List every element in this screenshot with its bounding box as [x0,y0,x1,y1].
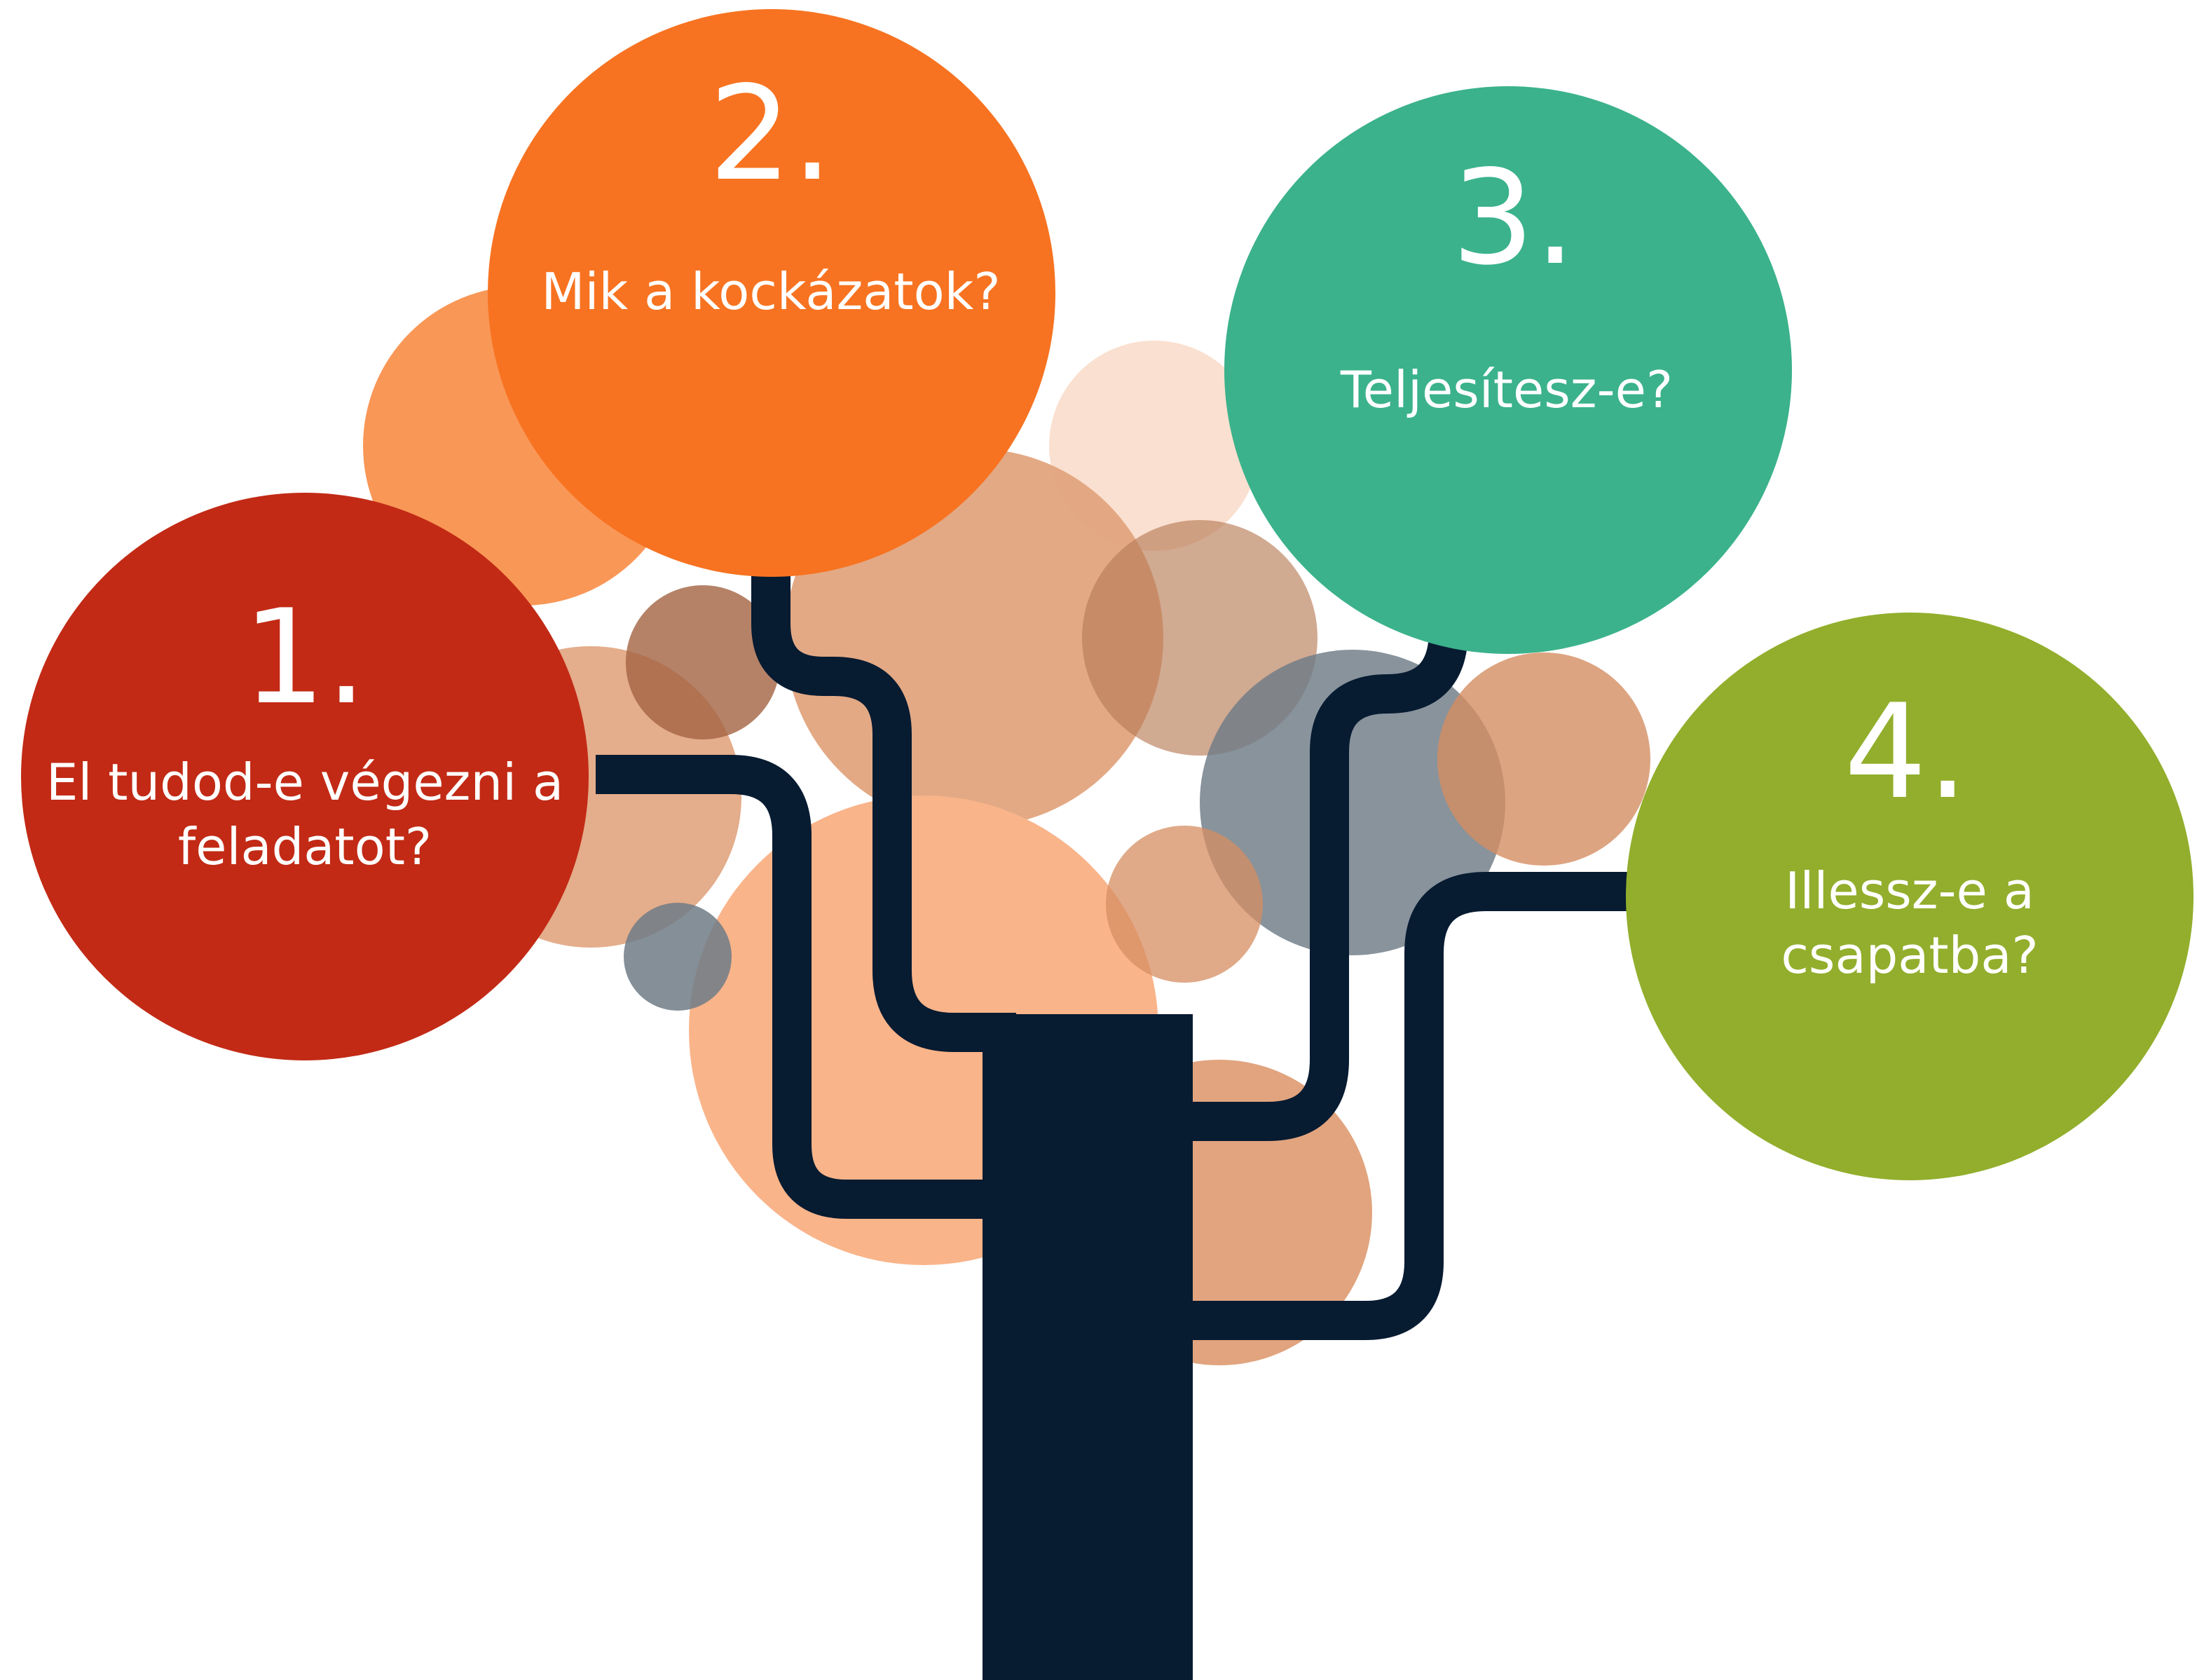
item-3-question: Teljesítesz-e? [1340,360,1674,419]
trunk-branches [596,554,1629,1340]
branch-right [1156,872,1629,1340]
item-2-number: 2. [709,57,833,210]
item-4-question: Illessz-e a csapatba? [1781,861,2039,985]
bubble [624,903,732,1011]
trunk [983,1014,1193,1680]
circle-2 [488,9,1055,577]
item-1-number: 1. [165,592,445,723]
item-4-number: 4. [1844,676,1969,828]
item-3-number: 3. [1451,142,1576,294]
circle-3 [1224,86,1792,654]
item-2-question: Mik a kockázatok? [541,262,1001,321]
circle-4 [1626,613,2193,1180]
bubble [1106,826,1263,983]
branch-upper-left [751,554,1016,1052]
circle-1 [21,493,589,1060]
item-1-question: El tudod-e végezni a feladatot? [46,753,564,877]
branch-upper-right [1156,630,1468,1141]
trunk-top [983,1014,1193,1121]
branch-left [596,755,1016,1219]
item-1-number-text: 1. [242,581,367,733]
bubble [626,585,780,739]
bubble [1200,650,1505,955]
bubble [1437,653,1650,866]
